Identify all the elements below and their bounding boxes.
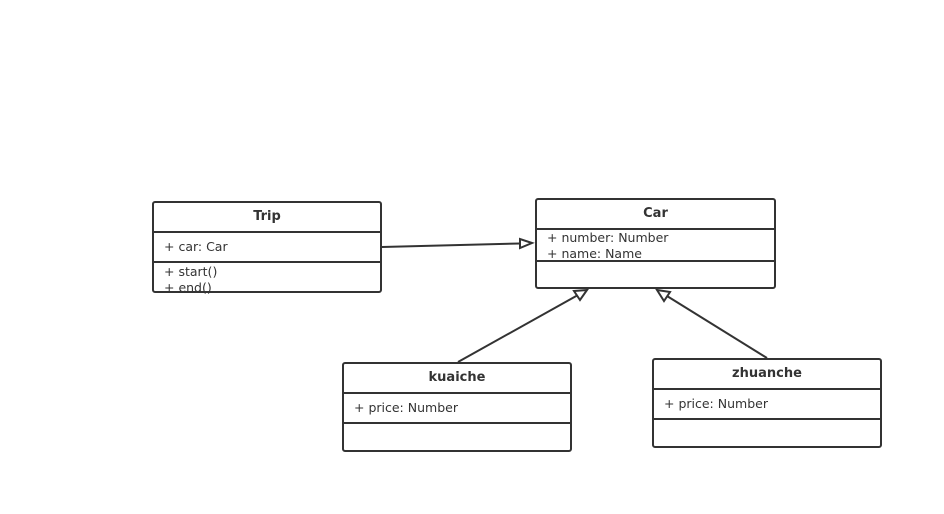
class-car-attribute: + name: Name bbox=[547, 246, 642, 261]
trip-to-car-arrowhead bbox=[519, 237, 535, 250]
class-zhuanche-methods bbox=[654, 420, 880, 423]
class-kuaiche[interactable]: kuaiche + price: Number bbox=[342, 362, 572, 452]
class-car-name: Car bbox=[537, 200, 774, 230]
class-car[interactable]: Car + number: Number + name: Name bbox=[535, 198, 776, 289]
trip-to-car-connector bbox=[381, 242, 521, 248]
zhuanche-to-car-arrowhead bbox=[654, 288, 672, 303]
class-car-methods bbox=[537, 262, 774, 265]
class-zhuanche-attributes: + price: Number bbox=[654, 390, 880, 420]
class-trip-name: Trip bbox=[154, 203, 380, 233]
kuaiche-to-car-connector bbox=[457, 294, 579, 363]
class-zhuanche-name: zhuanche bbox=[654, 360, 880, 390]
kuaiche-to-car-arrowhead bbox=[572, 288, 590, 302]
class-car-attribute: + number: Number bbox=[547, 230, 669, 245]
class-trip-attribute: + car: Car bbox=[164, 239, 228, 254]
class-kuaiche-name: kuaiche bbox=[344, 364, 570, 394]
class-car-attributes: + number: Number + name: Name bbox=[537, 230, 774, 262]
class-trip[interactable]: Trip + car: Car + start() + end() bbox=[152, 201, 382, 296]
class-kuaiche-methods bbox=[344, 424, 570, 427]
class-kuaiche-attribute: + price: Number bbox=[354, 400, 458, 415]
class-trip-attributes: + car: Car bbox=[154, 233, 380, 263]
zhuanche-to-car-connector bbox=[666, 295, 768, 359]
class-zhuanche-attribute: + price: Number bbox=[664, 396, 768, 411]
class-kuaiche-attributes: + price: Number bbox=[344, 394, 570, 424]
class-trip-method: + start() bbox=[164, 264, 218, 279]
class-zhuanche[interactable]: zhuanche + price: Number bbox=[652, 358, 882, 448]
class-trip-methods: + start() + end() bbox=[154, 263, 380, 296]
class-trip-method: + end() bbox=[164, 280, 212, 295]
